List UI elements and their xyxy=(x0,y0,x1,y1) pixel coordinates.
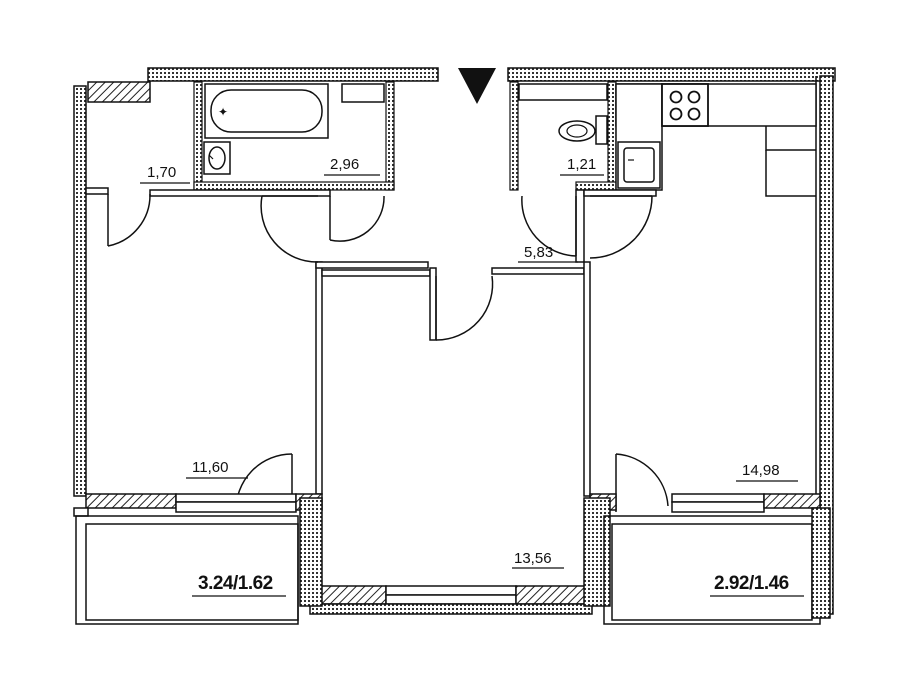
entrance-arrow-icon xyxy=(458,68,496,104)
sink-icon xyxy=(617,141,661,189)
washer-icon xyxy=(341,83,385,103)
exterior-walls xyxy=(73,67,836,615)
washbasin-icon xyxy=(203,141,231,175)
bathtub-icon: ✦ xyxy=(204,83,329,139)
balcony-walls xyxy=(73,493,821,615)
balcony-right-area: 2.92/1.46 xyxy=(714,573,789,594)
hall-area: 5,83 xyxy=(524,244,554,261)
label-underlines xyxy=(140,174,804,597)
kitchen-room-area: 14,98 xyxy=(742,462,780,479)
bedroom-left-area: 11,60 xyxy=(192,459,229,476)
balcony-right xyxy=(603,507,831,625)
bedroom-center-area: 13,56 xyxy=(514,550,552,567)
room-area-1-70: 1,70 xyxy=(147,164,177,181)
balcony-left xyxy=(75,515,299,625)
interior-walls xyxy=(85,187,657,497)
bathroom-area: 2,96 xyxy=(330,156,360,173)
svg-text:✦: ✦ xyxy=(218,105,228,119)
wc-icon xyxy=(518,83,608,145)
balcony-left-area: 3.24/1.62 xyxy=(198,573,273,594)
toilet-area: 1,21 xyxy=(567,156,597,173)
stove-icon xyxy=(661,83,709,127)
